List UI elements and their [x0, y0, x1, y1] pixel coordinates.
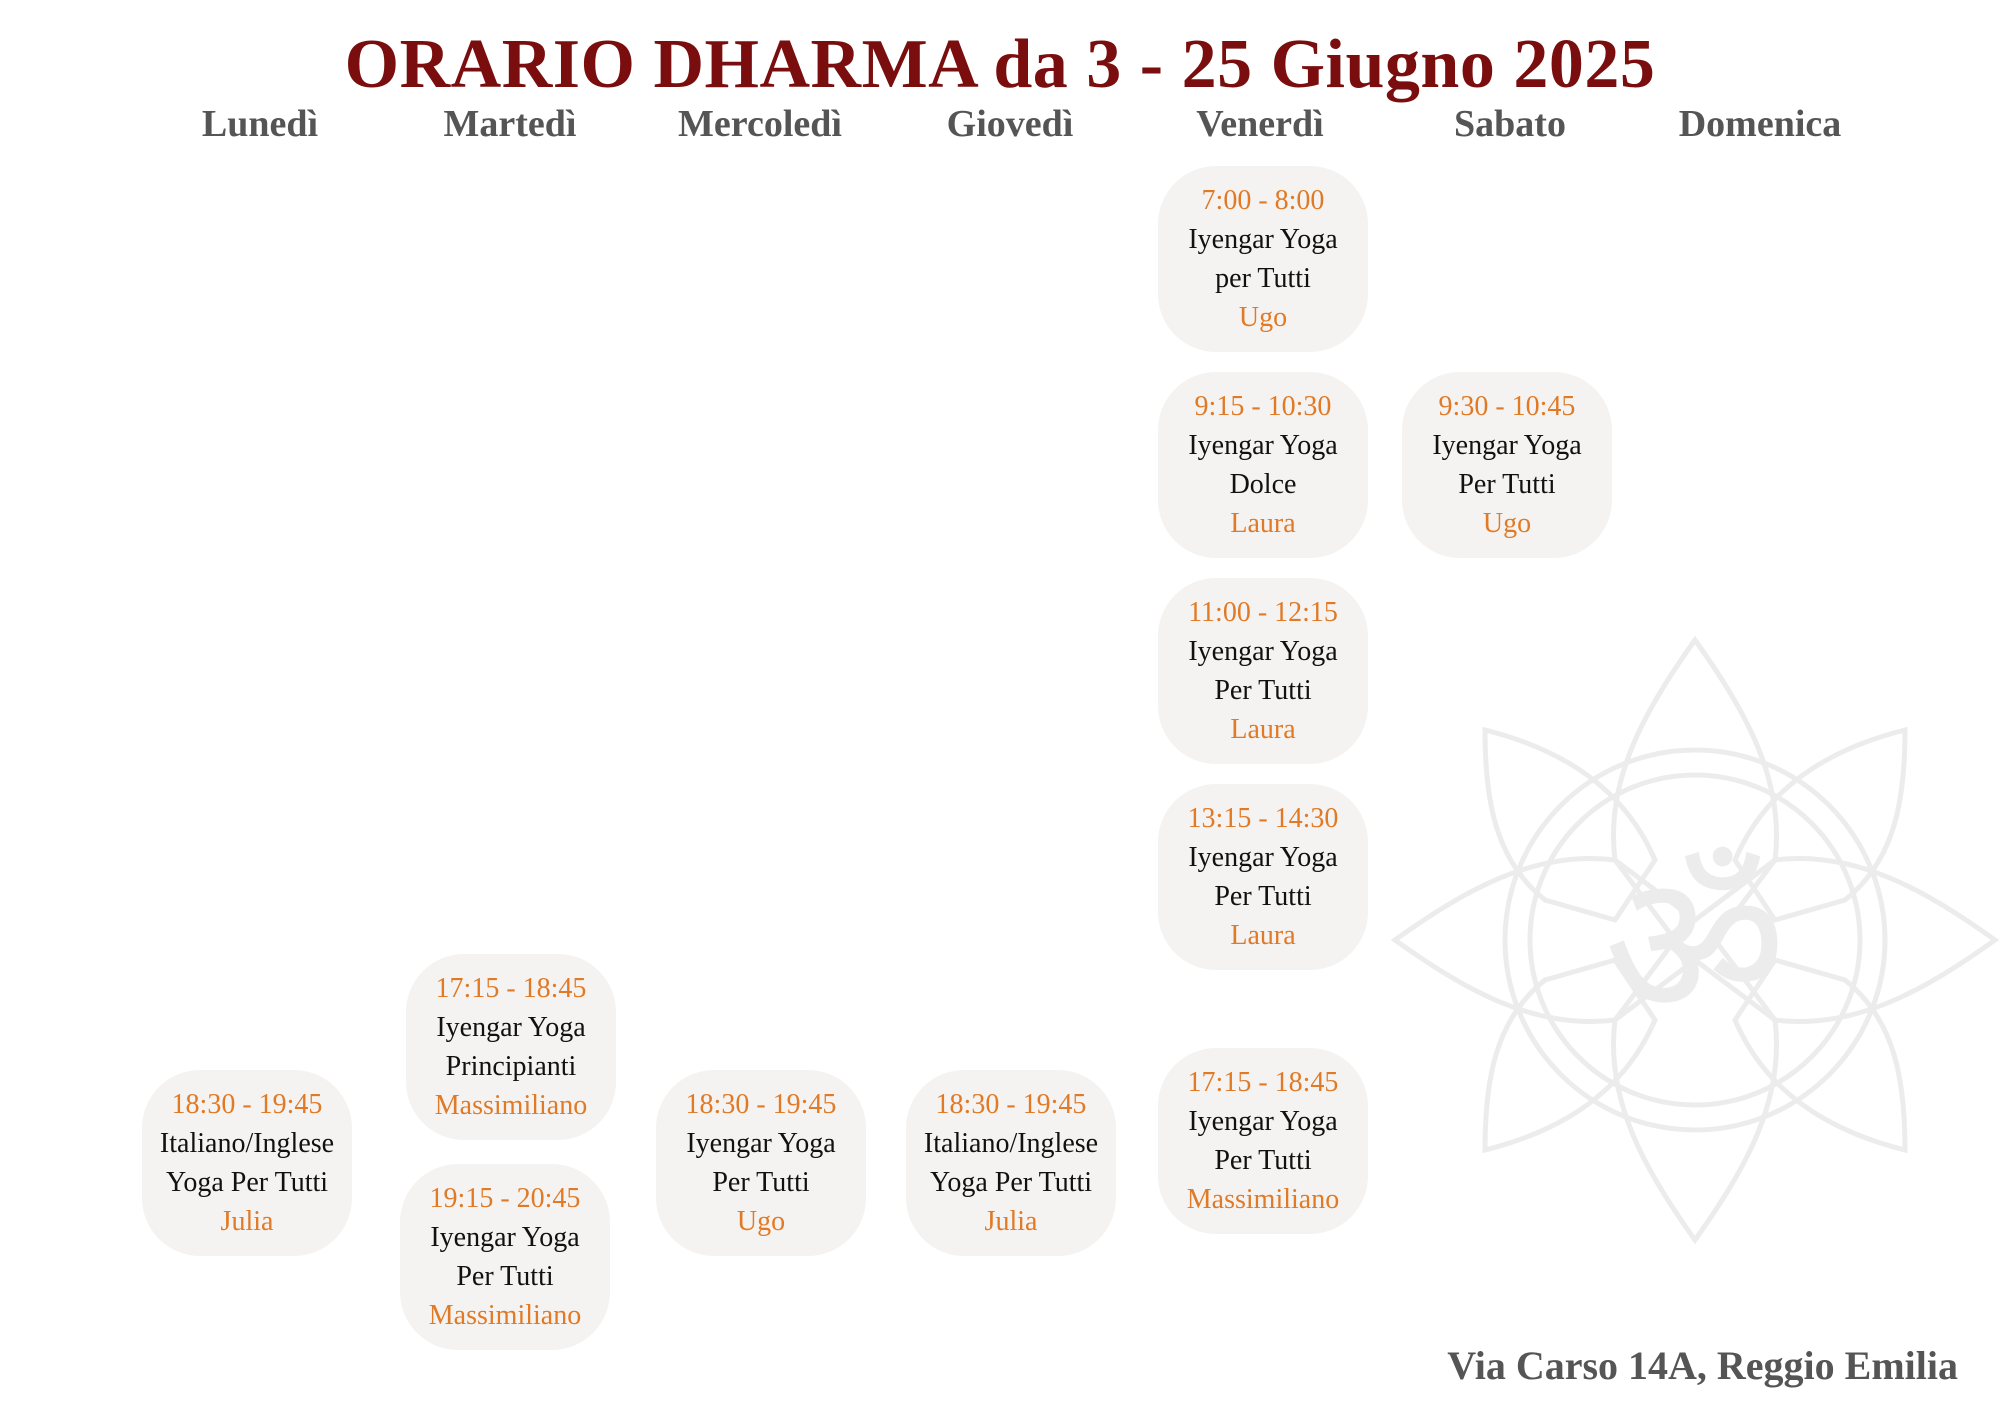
class-name: Iyengar Yoga: [686, 1128, 836, 1159]
day-mercoledi: Mercoledì: [678, 103, 842, 145]
class-time: 9:15 - 10:30: [1194, 391, 1332, 422]
class-level: Per Tutti: [456, 1261, 554, 1292]
class-card: 19:15 - 20:45 Iyengar Yoga Per Tutti Mas…: [400, 1164, 610, 1350]
class-time: 18:30 - 19:45: [685, 1089, 837, 1120]
class-time: 19:15 - 20:45: [429, 1183, 581, 1214]
class-card: 7:00 - 8:00 Iyengar Yoga per Tutti Ugo: [1158, 166, 1368, 352]
class-time: 11:00 - 12:15: [1188, 597, 1338, 628]
class-time: 9:30 - 10:45: [1438, 391, 1576, 422]
day-domenica: Domenica: [1678, 103, 1842, 145]
class-level: Principianti: [445, 1051, 577, 1082]
class-teacher: Laura: [1230, 508, 1296, 539]
class-level: Per Tutti: [712, 1167, 810, 1198]
class-level: Per Tutti: [1458, 469, 1556, 500]
class-level: Per Tutti: [1214, 1145, 1312, 1176]
class-card: 9:15 - 10:30 Iyengar Yoga Dolce Laura: [1158, 372, 1368, 558]
svg-text:ॐ: ॐ: [1604, 830, 1786, 1063]
class-card: 17:15 - 18:45 Iyengar Yoga Principianti …: [406, 954, 616, 1140]
class-time: 17:15 - 18:45: [435, 973, 587, 1004]
class-card: 18:30 - 19:45 Italiano/Inglese Yoga Per …: [906, 1070, 1116, 1256]
class-level: per Tutti: [1215, 263, 1311, 294]
day-giovedi: Giovedì: [946, 103, 1074, 145]
day-lunedi: Lunedì: [201, 103, 319, 145]
class-teacher: Massimiliano: [428, 1300, 582, 1331]
om-lotus-icon: ॐ: [1390, 635, 2000, 1245]
class-level: Dolce: [1229, 469, 1297, 500]
class-teacher: Ugo: [1238, 302, 1288, 333]
class-name: Iyengar Yoga: [1188, 1106, 1338, 1137]
class-teacher: Laura: [1230, 920, 1296, 951]
class-teacher: Laura: [1230, 714, 1296, 745]
class-level: Yoga Per Tutti: [165, 1167, 329, 1198]
class-teacher: Julia: [220, 1206, 274, 1237]
day-sabato: Sabato: [1454, 103, 1566, 145]
class-name: Iyengar Yoga: [1188, 430, 1338, 461]
class-teacher: Julia: [984, 1206, 1038, 1237]
class-time: 17:15 - 18:45: [1187, 1067, 1339, 1098]
class-card: 17:15 - 18:45 Iyengar Yoga Per Tutti Mas…: [1158, 1048, 1368, 1234]
class-name: Iyengar Yoga: [1188, 636, 1338, 667]
class-level: Per Tutti: [1214, 881, 1312, 912]
day-martedi: Martedì: [443, 103, 577, 145]
class-teacher: Massimiliano: [434, 1090, 588, 1121]
class-card: 9:30 - 10:45 Iyengar Yoga Per Tutti Ugo: [1402, 372, 1612, 558]
address: Via Carso 14A, Reggio Emilia: [1447, 1343, 1958, 1388]
class-name: Italiano/Inglese: [923, 1128, 1099, 1159]
class-name: Italiano/Inglese: [159, 1128, 335, 1159]
class-time: 7:00 - 8:00: [1201, 185, 1325, 216]
class-level: Yoga Per Tutti: [929, 1167, 1093, 1198]
class-card: 18:30 - 19:45 Italiano/Inglese Yoga Per …: [142, 1070, 352, 1256]
class-name: Iyengar Yoga: [1188, 842, 1338, 873]
class-name: Iyengar Yoga: [1432, 430, 1582, 461]
class-time: 13:15 - 14:30: [1187, 803, 1339, 834]
class-time: 18:30 - 19:45: [935, 1089, 1087, 1120]
class-teacher: Ugo: [1482, 508, 1532, 539]
class-name: Iyengar Yoga: [1188, 224, 1338, 255]
class-name: Iyengar Yoga: [430, 1222, 580, 1253]
day-venerdi: Venerdì: [1196, 103, 1324, 145]
class-time: 18:30 - 19:45: [171, 1089, 323, 1120]
class-card: 13:15 - 14:30 Iyengar Yoga Per Tutti Lau…: [1158, 784, 1368, 970]
page-title: ORARIO DHARMA da 3 - 25 Giugno 2025: [344, 26, 1656, 103]
class-teacher: Massimiliano: [1186, 1184, 1340, 1215]
class-card: 11:00 - 12:15 Iyengar Yoga Per Tutti Lau…: [1158, 578, 1368, 764]
class-level: Per Tutti: [1214, 675, 1312, 706]
class-name: Iyengar Yoga: [436, 1012, 586, 1043]
class-card: 18:30 - 19:45 Iyengar Yoga Per Tutti Ugo: [656, 1070, 866, 1256]
class-teacher: Ugo: [736, 1206, 786, 1237]
